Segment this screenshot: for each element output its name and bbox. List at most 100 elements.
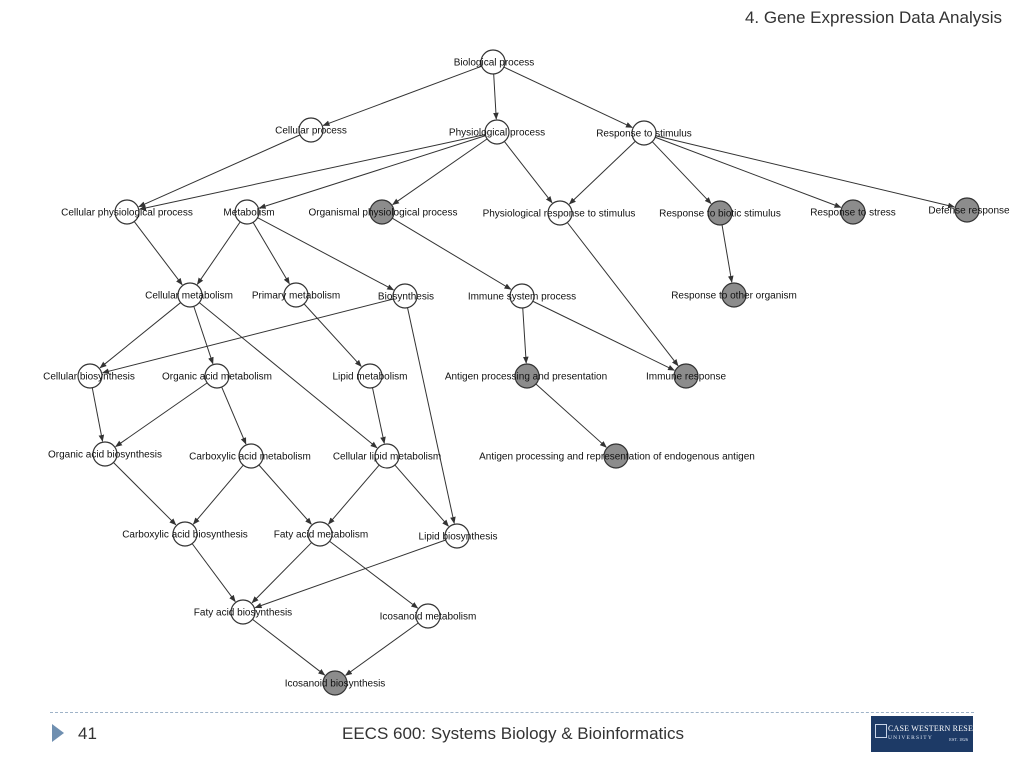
node-faty_acid_metabolism: Faty acid metabolism bbox=[274, 521, 368, 547]
edge-organismal_physiological_process-to-immune_system_process bbox=[392, 217, 512, 290]
edge-cellular_physiological_process-to-cellular_metabolism bbox=[133, 221, 183, 286]
node-label: Response to biotic stimulus bbox=[659, 209, 781, 220]
edge-antigen_processing_and_presentation-to-antigen_processing_endogenous bbox=[535, 383, 607, 448]
node-response_to_stimulus: Response to stimulus bbox=[596, 120, 692, 146]
edge-metabolism-to-biosynthesis bbox=[257, 217, 395, 291]
node-circle-highlighted bbox=[707, 200, 733, 226]
edge-icosanoid_metabolism-to-icosanoid_biosynthesis bbox=[344, 622, 419, 676]
node-label: Immune response bbox=[646, 372, 726, 383]
edge-faty_acid_biosynthesis-to-icosanoid_biosynthesis bbox=[252, 618, 326, 676]
edge-immune_system_process-to-antigen_processing_and_presentation bbox=[522, 307, 529, 364]
edge-cellular_biosynthesis-to-organic_acid_biosynthesis bbox=[91, 387, 105, 442]
node-organismal_physiological_process: Organismal physiological process bbox=[309, 199, 457, 225]
node-response_to_stress: Response to stress bbox=[810, 199, 896, 225]
node-response_to_other_organism: Response to other organism bbox=[671, 282, 797, 308]
node-circle bbox=[238, 443, 264, 469]
node-biological_process: Biological process bbox=[454, 49, 534, 75]
edge-physiological_response_to_stimulus-to-immune_response bbox=[566, 222, 679, 367]
node-circle-highlighted bbox=[954, 197, 980, 223]
node-label: Cellular physiological process bbox=[61, 208, 193, 219]
node-immune_system_process: Immune system process bbox=[468, 283, 576, 309]
node-cellular_process: Cellular process bbox=[275, 117, 347, 143]
edge-biosynthesis-to-cellular_biosynthesis bbox=[101, 298, 394, 374]
edge-cellular_process-to-cellular_physiological_process bbox=[138, 134, 301, 208]
edge-faty_acid_metabolism-to-faty_acid_biosynthesis bbox=[251, 542, 312, 604]
edge-physiological_process-to-cellular_physiological_process bbox=[139, 134, 486, 211]
edge-cellular_metabolism-to-organic_acid_metabolism bbox=[193, 306, 214, 365]
node-circle bbox=[172, 521, 198, 547]
node-circle bbox=[234, 199, 260, 225]
node-carboxylic_acid_metabolism: Carboxylic acid metabolism bbox=[189, 443, 311, 469]
slide-section-title: 4. Gene Expression Data Analysis bbox=[744, 8, 1002, 27]
node-response_to_biotic_stimulus: Response to biotic stimulus bbox=[659, 200, 781, 226]
footer-divider bbox=[50, 712, 974, 713]
edge-lipid_metabolism-to-cellular_lipid_metabolism bbox=[372, 387, 386, 444]
node-label: Icosanoid biosynthesis bbox=[285, 679, 386, 690]
edge-physiological_process-to-organismal_physiological_process bbox=[392, 138, 488, 205]
node-label: Icosanoid metabolism bbox=[380, 612, 477, 623]
node-label: Lipid biosynthesis bbox=[419, 532, 498, 543]
node-label: Cellular lipid metabolism bbox=[333, 452, 441, 463]
edges-layer bbox=[91, 65, 956, 676]
node-label: Response to stress bbox=[810, 208, 896, 219]
node-circle bbox=[230, 599, 256, 625]
edge-carboxylic_acid_metabolism-to-carboxylic_acid_biosynthesis bbox=[192, 464, 244, 525]
edge-metabolism-to-cellular_metabolism bbox=[196, 221, 241, 285]
logo-shield-icon bbox=[875, 724, 887, 738]
node-defense_response: Defense response bbox=[928, 197, 1010, 223]
edge-primary_metabolism-to-lipid_metabolism bbox=[303, 303, 362, 367]
node-immune_response: Immune response bbox=[646, 363, 726, 389]
edge-biological_process-to-cellular_process bbox=[322, 65, 482, 126]
node-cellular_biosynthesis: Cellular biosynthesis bbox=[43, 363, 135, 389]
node-organic_acid_biosynthesis: Organic acid biosynthesis bbox=[48, 441, 162, 467]
edge-biological_process-to-response_to_stimulus bbox=[503, 66, 633, 128]
node-label: Immune system process bbox=[468, 292, 576, 303]
edge-biological_process-to-physiological_process bbox=[493, 73, 499, 120]
node-circle bbox=[444, 523, 470, 549]
node-physiological_process: Physiological process bbox=[449, 119, 545, 145]
node-label: Primary metabolism bbox=[252, 291, 340, 302]
node-circle bbox=[92, 441, 118, 467]
node-circle-highlighted bbox=[721, 282, 747, 308]
node-carboxylic_acid_biosynthesis: Carboxylic acid biosynthesis bbox=[122, 521, 248, 547]
node-label: Carboxylic acid metabolism bbox=[189, 452, 311, 463]
node-cellular_metabolism: Cellular metabolism bbox=[145, 282, 233, 308]
edge-response_to_stimulus-to-response_to_biotic_stimulus bbox=[651, 141, 712, 205]
node-circle-highlighted bbox=[514, 363, 540, 389]
node-cellular_physiological_process: Cellular physiological process bbox=[61, 199, 193, 225]
footer-course-title: EECS 600: Systems Biology & Bioinformati… bbox=[342, 724, 685, 743]
node-label: Organic acid biosynthesis bbox=[48, 450, 162, 461]
node-circle bbox=[298, 117, 324, 143]
node-circle bbox=[357, 363, 383, 389]
node-cellular_lipid_metabolism: Cellular lipid metabolism bbox=[333, 443, 441, 469]
node-label: Cellular metabolism bbox=[145, 291, 233, 302]
node-label: Defense response bbox=[928, 206, 1010, 217]
node-icosanoid_biosynthesis: Icosanoid biosynthesis bbox=[285, 670, 386, 696]
node-circle bbox=[114, 199, 140, 225]
node-circle bbox=[283, 282, 309, 308]
node-circle bbox=[374, 443, 400, 469]
node-label: Organic acid metabolism bbox=[162, 372, 272, 383]
edge-organic_acid_metabolism-to-carboxylic_acid_metabolism bbox=[221, 386, 247, 445]
node-faty_acid_biosynthesis: Faty acid biosynthesis bbox=[194, 599, 292, 625]
node-label: Response to other organism bbox=[671, 291, 797, 302]
logo-line1: CASE WESTERN RESERVE bbox=[888, 724, 989, 733]
node-circle bbox=[177, 282, 203, 308]
edge-cellular_lipid_metabolism-to-lipid_biosynthesis bbox=[394, 464, 449, 527]
edge-faty_acid_metabolism-to-icosanoid_metabolism bbox=[329, 540, 419, 609]
node-circle-highlighted bbox=[322, 670, 348, 696]
node-circle-highlighted bbox=[840, 199, 866, 225]
node-circle-highlighted bbox=[673, 363, 699, 389]
node-antigen_processing_and_presentation: Antigen processing and presentation bbox=[445, 363, 607, 389]
node-circle bbox=[631, 120, 657, 146]
node-label: Carboxylic acid biosynthesis bbox=[122, 530, 248, 541]
node-circle bbox=[415, 603, 441, 629]
node-label: Biosynthesis bbox=[378, 292, 434, 303]
node-label: Physiological response to stimulus bbox=[483, 209, 636, 220]
node-label: Faty acid biosynthesis bbox=[194, 608, 292, 619]
edge-cellular_lipid_metabolism-to-faty_acid_metabolism bbox=[328, 464, 380, 525]
edge-cellular_metabolism-to-cellular_lipid_metabolism bbox=[198, 302, 378, 449]
edge-response_to_biotic_stimulus-to-response_to_other_organism bbox=[721, 224, 734, 283]
edge-response_to_stimulus-to-physiological_response_to_stimulus bbox=[568, 140, 636, 205]
